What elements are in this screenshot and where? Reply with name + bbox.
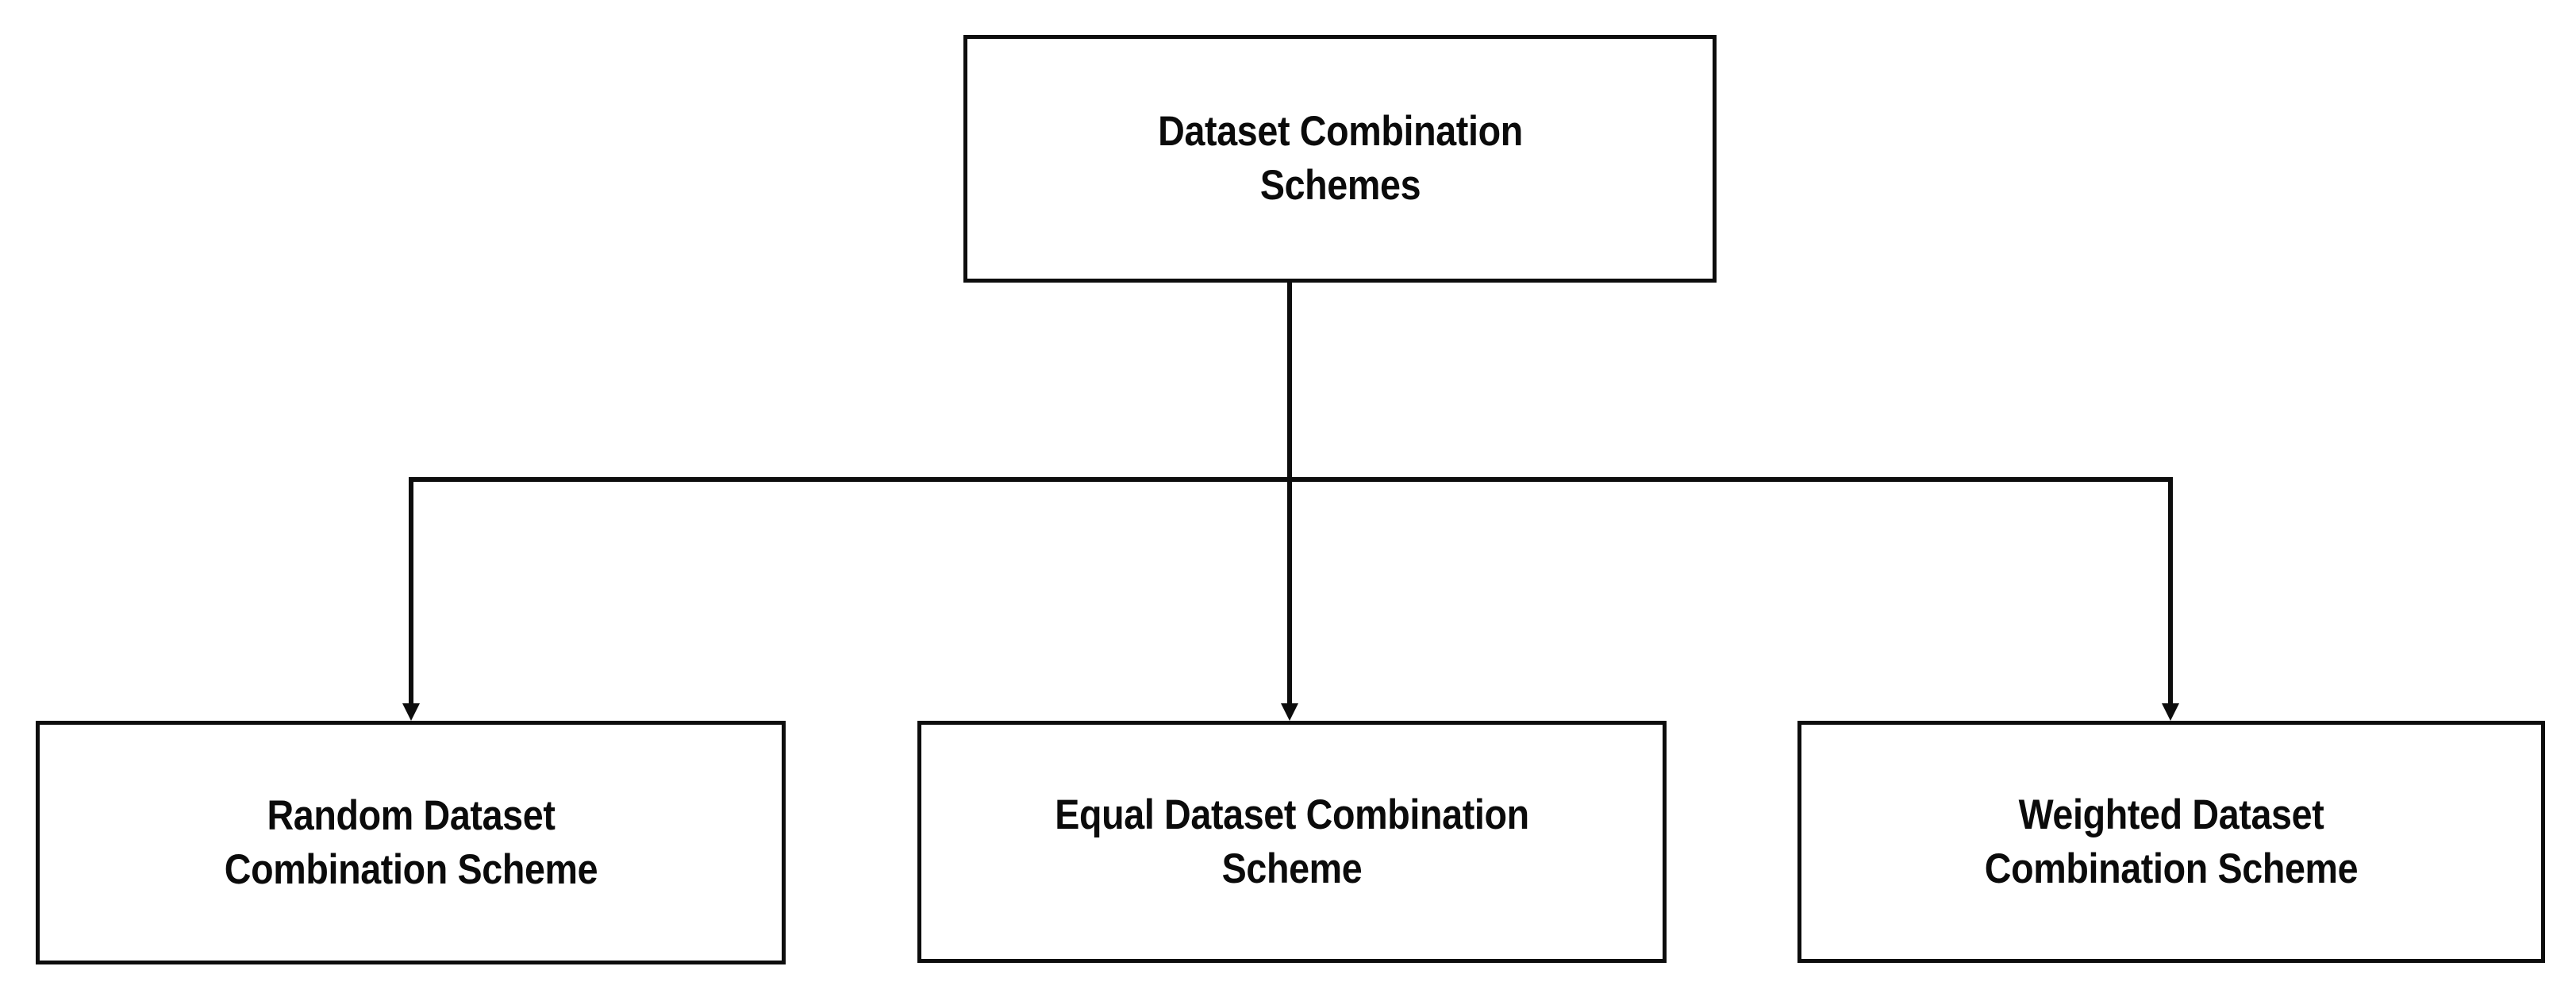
node-dataset-combination-schemes[interactable]: Dataset Combination Schemes	[963, 35, 1717, 283]
node-label-root: Dataset Combination Schemes	[1157, 108, 1523, 209]
node-equal-dataset-combination-scheme[interactable]: Equal Dataset Combination Scheme	[917, 721, 1667, 963]
node-weighted-dataset-combination-scheme[interactable]: Weighted Dataset Combination Scheme	[1797, 721, 2545, 963]
node-label-equal: Equal Dataset Combination Scheme	[1055, 791, 1529, 892]
arrowhead-random	[402, 703, 420, 721]
arrowhead-equal	[1281, 703, 1298, 721]
node-label-random: Random Dataset Combination Scheme	[224, 791, 598, 893]
node-random-dataset-combination-scheme[interactable]: Random Dataset Combination Scheme	[36, 721, 786, 964]
node-label-weighted: Weighted Dataset Combination Scheme	[1984, 791, 2359, 892]
arrowhead-weighted	[2162, 703, 2179, 721]
